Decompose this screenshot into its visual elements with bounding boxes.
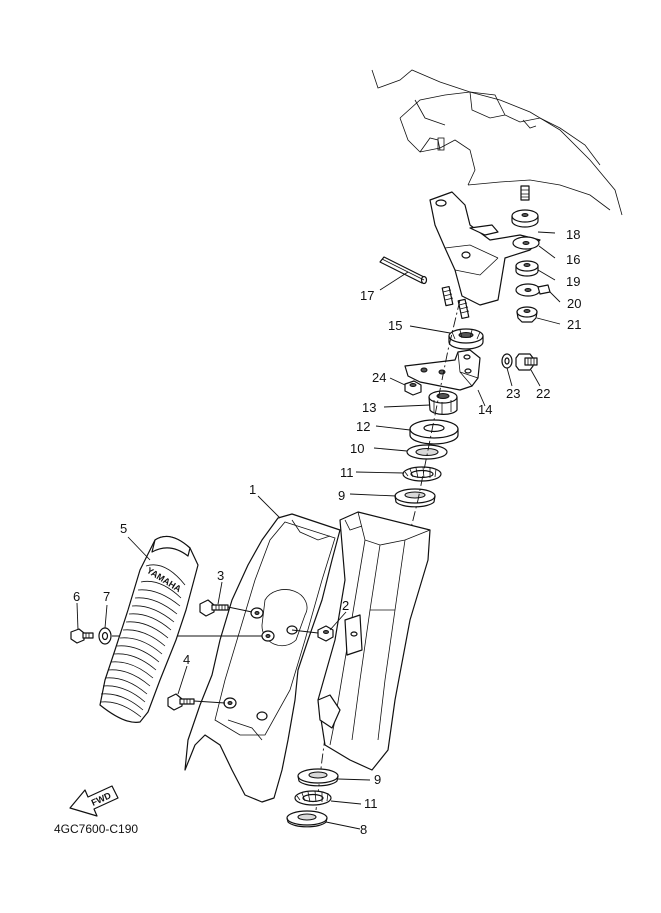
- part-7-washer: [98, 627, 112, 645]
- bracket-studs: [441, 285, 470, 320]
- callout-17: 17: [360, 288, 374, 303]
- part-21-nut: [516, 306, 538, 323]
- part-2-nut: [317, 625, 334, 642]
- part-10-bearing-cover: [406, 444, 448, 460]
- part-18-rubber-washer: [511, 209, 539, 228]
- callout-leaders: [76, 231, 561, 830]
- part-8-dust-seal: [286, 810, 328, 828]
- callout-8: 8: [360, 822, 367, 837]
- callout-labels: 18 16 19 20 21 17 15 14 23 22 24 13 12 1…: [73, 227, 581, 837]
- callout-1: 1: [249, 482, 256, 497]
- callout-16: 16: [566, 252, 580, 267]
- callout-23: 23: [506, 386, 520, 401]
- part-20-tab-washer: [515, 283, 551, 297]
- callout-12: 12: [356, 419, 370, 434]
- part-22-bolt: [515, 353, 538, 371]
- steering-axis-line: [407, 299, 461, 541]
- part-14-lock-plate: [404, 349, 481, 391]
- part-17-pin: [379, 256, 428, 285]
- callout-7: 7: [103, 589, 110, 604]
- forward-direction-arrow: FWD: [69, 785, 119, 817]
- callout-4: 4: [183, 652, 190, 667]
- callout-5: 5: [120, 521, 127, 536]
- part-4-screw: [167, 693, 195, 711]
- callout-3: 3: [217, 568, 224, 583]
- callout-6: 6: [73, 589, 80, 604]
- callout-19: 19: [566, 274, 580, 289]
- part-12-ring: [409, 419, 459, 445]
- callout-20: 20: [567, 296, 581, 311]
- callout-22: 22: [536, 386, 550, 401]
- frame-stud: [520, 185, 530, 201]
- steering-column: [317, 511, 431, 771]
- callout-9-upper: 9: [338, 488, 345, 503]
- part-5-grip: YAMAHA: [99, 535, 199, 723]
- part-3-screw: [199, 599, 229, 617]
- part-23-washer: [501, 353, 513, 369]
- upper-mount-bracket: [429, 191, 541, 306]
- part-6-screw: [70, 628, 94, 644]
- callout-13: 13: [362, 400, 376, 415]
- part-9-race-lower: [297, 768, 339, 787]
- callout-11-upper: 11: [340, 465, 354, 480]
- callout-24: 24: [372, 370, 386, 385]
- part-24-nut: [404, 380, 422, 396]
- diagram-code: 4GC7600-C190: [54, 822, 138, 836]
- part-16-washer: [512, 236, 540, 250]
- part-11-ball-race-lower: [294, 790, 332, 806]
- callout-9-lower: 9: [374, 772, 381, 787]
- callout-15: 15: [388, 318, 402, 333]
- callout-10: 10: [350, 441, 364, 456]
- part-9-race-upper: [394, 488, 436, 508]
- part-19-damper: [515, 260, 539, 277]
- part-11-ball-race-upper: [402, 466, 442, 482]
- callout-21: 21: [567, 317, 581, 332]
- part-1-column-cover: [184, 513, 341, 803]
- callout-14: 14: [478, 402, 492, 417]
- callout-11-lower: 11: [364, 796, 378, 811]
- callout-2: 2: [342, 598, 349, 613]
- frame-body-outline: [371, 69, 623, 216]
- part-13-castle-nut: [428, 390, 458, 416]
- part-15-ring-nut: [448, 328, 484, 350]
- callout-18: 18: [566, 227, 580, 242]
